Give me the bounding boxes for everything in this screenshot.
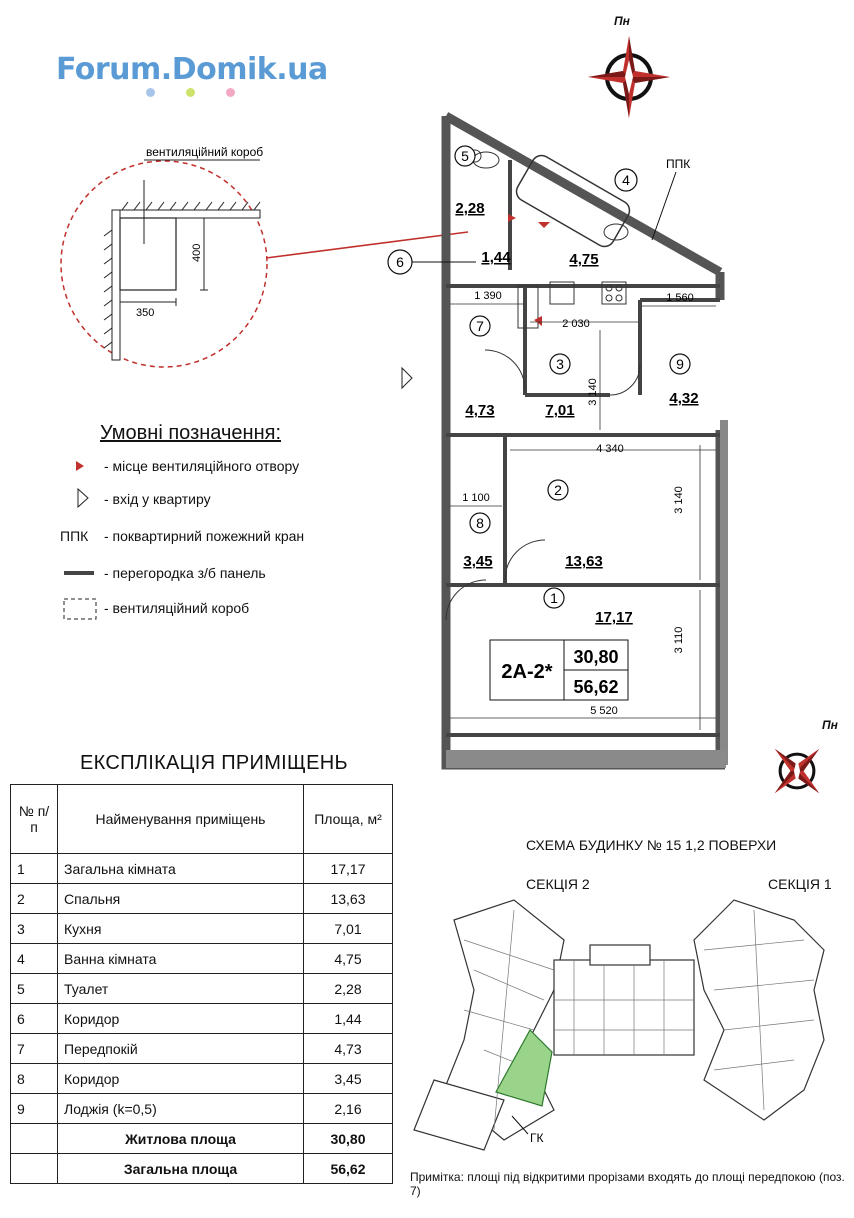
dim-1390: 1 390 [474, 290, 502, 302]
unit-living-area: 30,80 [573, 647, 618, 667]
scheme-title: СХЕМА БУДИНКУ № 15 1,2 ПОВЕРХИ [526, 837, 777, 853]
logo-dots [146, 88, 246, 100]
dim-4340: 4 340 [596, 443, 624, 455]
vent-duct-icon [63, 598, 97, 620]
explication-table: № п/п Найменування приміщень Площа, м² 1… [10, 784, 393, 1184]
partition-icon [64, 571, 94, 575]
room-7-num: 7 [476, 318, 484, 334]
dim-400: 400 [191, 244, 203, 262]
building-scheme: ГК [413, 899, 825, 1151]
entrance-icon [77, 487, 89, 509]
dim-1100: 1 100 [462, 492, 490, 504]
room-4-num: 4 [622, 172, 630, 188]
dim-350: 350 [136, 307, 154, 319]
logo-dot [186, 88, 195, 97]
vent-duct-detail: 350 400 вентиляційний короб [60, 145, 469, 368]
col-name: Найменування приміщень [57, 784, 304, 854]
room-7-area: 4,73 [465, 402, 494, 419]
vent-hole-icon [76, 461, 84, 471]
ppk-label: ППК [666, 157, 690, 171]
dim-5520: 5 520 [590, 705, 618, 717]
legend-ppk-symbol: ППК [60, 528, 89, 544]
legend-entrance: - вхід у квартиру [104, 491, 211, 507]
vent-detail-title: вентиляційний короб [146, 145, 263, 159]
room-6-num: 6 [396, 254, 404, 270]
room-9-area: 4,32 [669, 390, 698, 407]
footnote: Примітка: площі під відкритими прорізами… [410, 1170, 845, 1198]
room-8-num: 8 [476, 515, 484, 531]
room-1-num: 1 [550, 590, 558, 606]
explication-title: ЕКСПЛІКАЦІЯ ПРИМІЩЕНЬ [80, 752, 348, 774]
legend-partition: - перегородка з/б панель [104, 565, 266, 581]
floor-plan: 1 2 3 4 5 6 7 8 9 17,17 13,63 7,01 4,75 … [387, 112, 728, 770]
compass-rose-icon [774, 748, 820, 794]
gk-label: ГК [530, 1131, 544, 1145]
col-area: Площа, м² [303, 784, 393, 854]
unit-code: 2А-2* [501, 661, 552, 683]
section-2-label: СЕКЦІЯ 2 [526, 876, 590, 892]
legend-title: Умовні позначення: [100, 422, 281, 444]
dim-1560: 1 560 [666, 292, 694, 304]
room-5-num: 5 [461, 148, 469, 164]
room-4-area: 4,75 [569, 251, 598, 268]
dim-3140-bedroom: 3 140 [673, 486, 685, 514]
room-8-area: 3,45 [463, 553, 492, 570]
legend-ppk: - поквартирний пожежний кран [104, 528, 305, 544]
room-3-num: 3 [556, 356, 564, 372]
compass-rose-icon [588, 36, 670, 118]
legend-vent-duct: - вентиляційний короб [104, 600, 250, 616]
dim-3110: 3 110 [673, 627, 685, 654]
logo-dot [226, 88, 235, 97]
legend-symbols [63, 461, 97, 620]
north-label-2: Пн [822, 718, 838, 732]
dim-3140-kitchen: 3 140 [587, 378, 599, 406]
col-num: № п/п [10, 784, 58, 854]
room-6-area: 1,44 [481, 249, 511, 266]
legend-vent-hole: - місце вентиляційного отвору [104, 458, 300, 474]
highlighted-unit [495, 1029, 553, 1107]
unit-total-area: 56,62 [573, 677, 618, 697]
site-logo: Forum.Domik.ua [56, 52, 328, 87]
section-1-label: СЕКЦІЯ 1 [768, 876, 832, 892]
north-label: Пн [614, 14, 630, 28]
room-2-area: 13,63 [565, 553, 603, 570]
room-5-area: 2,28 [455, 200, 484, 217]
room-3-area: 7,01 [545, 402, 574, 419]
logo-dot [146, 88, 155, 97]
dim-2030: 2 030 [562, 318, 590, 330]
room-9-num: 9 [676, 356, 684, 372]
room-2-num: 2 [554, 482, 562, 498]
room-1-area: 17,17 [595, 609, 633, 626]
